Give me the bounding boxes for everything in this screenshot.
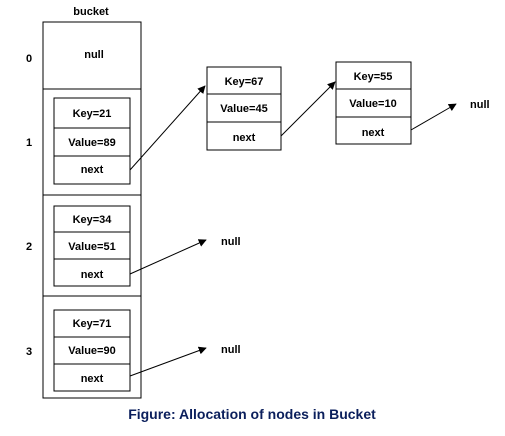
null-after-34: null (221, 236, 241, 248)
node-key71: Key=71 Value=90 next (53, 309, 131, 392)
figure-caption: Figure: Allocation of nodes in Bucket (128, 406, 376, 422)
node-value: Value=45 (220, 103, 267, 115)
bucket-index-2: 2 (26, 241, 32, 253)
null-after-71: null (221, 344, 241, 356)
bucket-index-0: 0 (26, 53, 32, 65)
bucket-index-3: 3 (26, 346, 32, 358)
node-value: Value=51 (68, 241, 115, 253)
node-key34: Key=34 Value=51 next (53, 205, 131, 287)
arrow-21-to-67 (129, 85, 206, 171)
arrow-67-to-55 (280, 81, 336, 137)
node-value: Value=89 (68, 137, 115, 149)
bucket-index-1: 1 (26, 137, 32, 149)
node-key: Key=71 (73, 318, 112, 330)
node-key: Key=67 (225, 76, 264, 88)
arrow-71-to-null (129, 346, 207, 377)
node-value: Value=10 (349, 98, 396, 110)
node-box (53, 205, 131, 287)
node-next: next (81, 373, 104, 385)
node-box (206, 66, 282, 151)
node-key: Key=55 (354, 71, 393, 83)
arrow-34-to-null (129, 239, 207, 275)
arrow-55-to-null (410, 103, 457, 131)
bucket-0-null: null (84, 49, 104, 61)
node-next: next (233, 132, 256, 144)
node-key21: Key=21 Value=89 next (53, 97, 131, 185)
node-box (335, 61, 412, 145)
node-next: next (362, 127, 385, 139)
node-next: next (81, 164, 104, 176)
node-key: Key=34 (73, 214, 113, 226)
node-key: Key=21 (73, 108, 112, 120)
node-box (53, 97, 131, 185)
node-box (53, 309, 131, 392)
node-key67: Key=67 Value=45 next (206, 66, 282, 151)
node-value: Value=90 (68, 345, 115, 357)
bucket-label: bucket (73, 6, 109, 18)
node-next: next (81, 269, 104, 281)
null-after-55: null (470, 99, 490, 111)
node-key55: Key=55 Value=10 next (335, 61, 412, 145)
